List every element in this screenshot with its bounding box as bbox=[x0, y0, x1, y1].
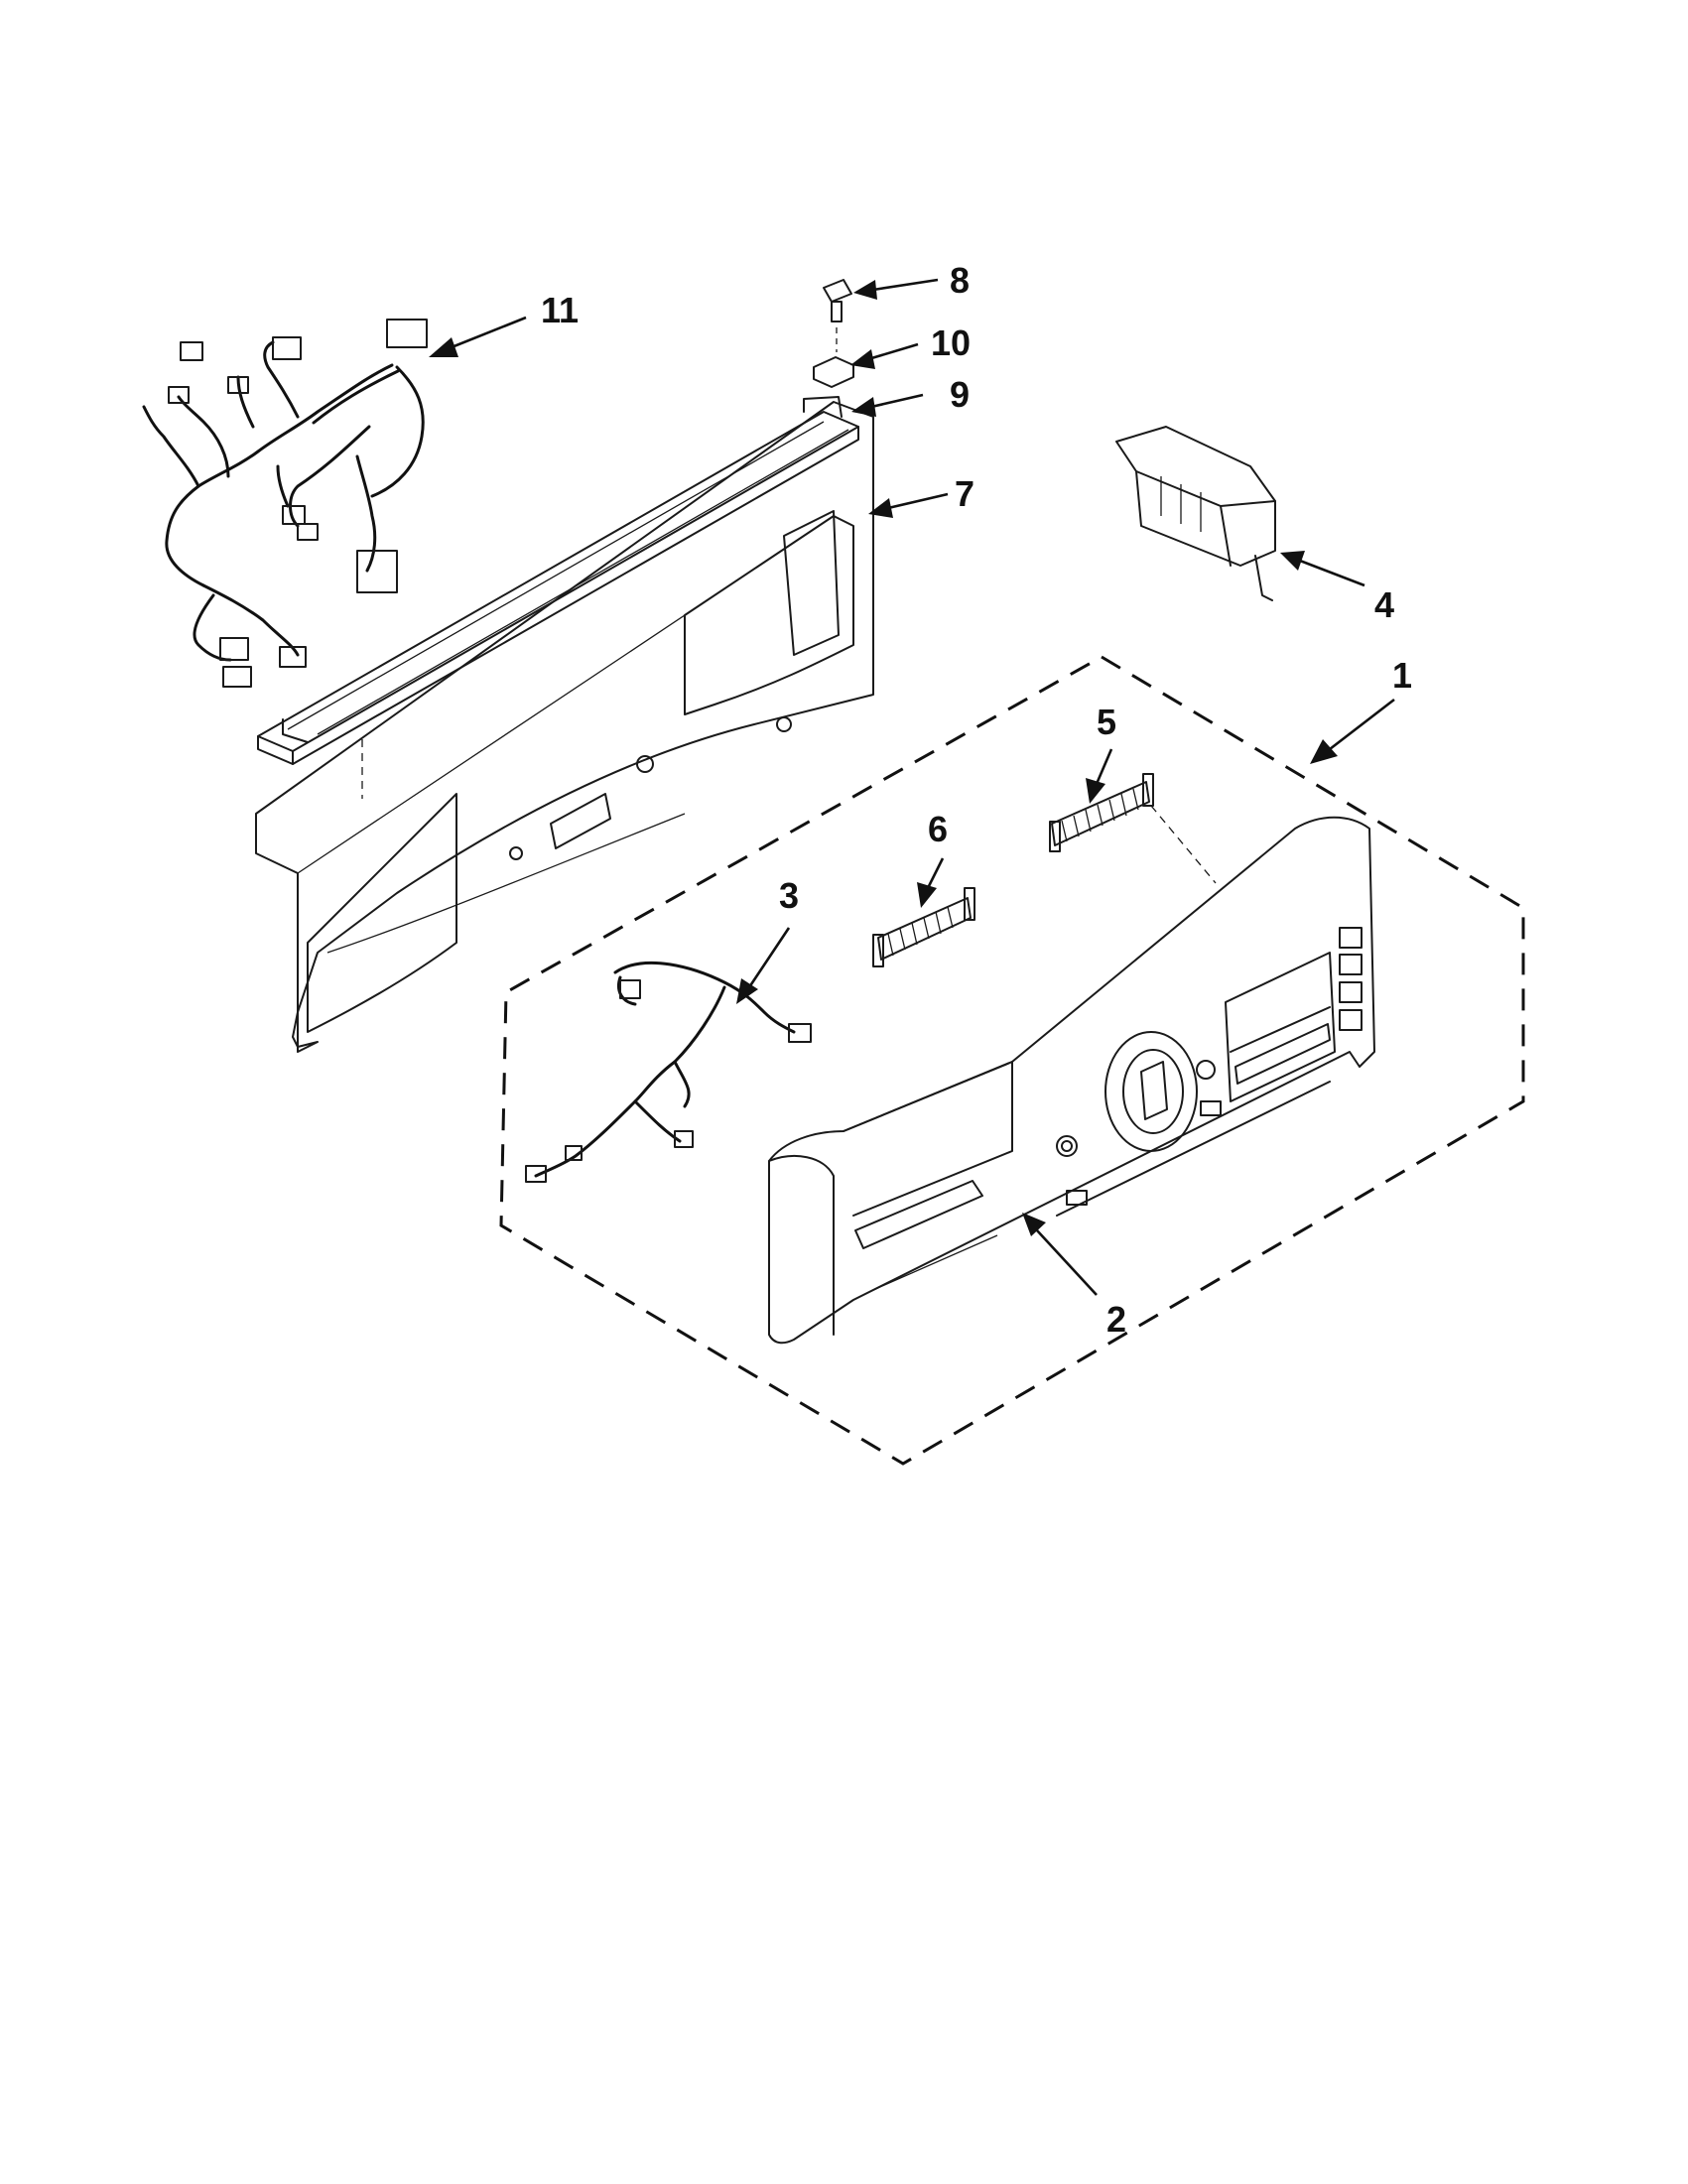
console-panel-part bbox=[768, 816, 1375, 1345]
screw-part bbox=[823, 279, 852, 352]
console-assembly-outline bbox=[499, 655, 1525, 1466]
callout-3: 3 bbox=[779, 875, 799, 916]
console-frame-part bbox=[255, 401, 874, 1053]
callout-11: 11 bbox=[541, 290, 579, 330]
callout-4: 4 bbox=[1374, 584, 1394, 625]
callout-6: 6 bbox=[928, 809, 948, 849]
callout-9: 9 bbox=[950, 374, 970, 415]
control-board-part bbox=[1115, 426, 1276, 601]
callout-8: 8 bbox=[950, 260, 970, 301]
bracket-rail-part bbox=[257, 396, 859, 799]
wire-harness-part bbox=[142, 319, 428, 688]
ribbon-cable-small-part bbox=[872, 887, 975, 967]
clip-part bbox=[813, 356, 854, 388]
callout-1: 1 bbox=[1392, 655, 1412, 696]
callout-7: 7 bbox=[955, 473, 974, 514]
small-wire-harness-part bbox=[525, 961, 812, 1183]
callout-labels: 11 8 10 9 7 4 1 5 6 3 2 bbox=[541, 260, 1412, 1340]
callout-5: 5 bbox=[1097, 702, 1116, 742]
ribbon-cable-large-part bbox=[1049, 773, 1217, 884]
callout-2: 2 bbox=[1106, 1299, 1126, 1340]
leader-lines bbox=[429, 278, 1395, 1296]
callout-10: 10 bbox=[931, 322, 971, 363]
